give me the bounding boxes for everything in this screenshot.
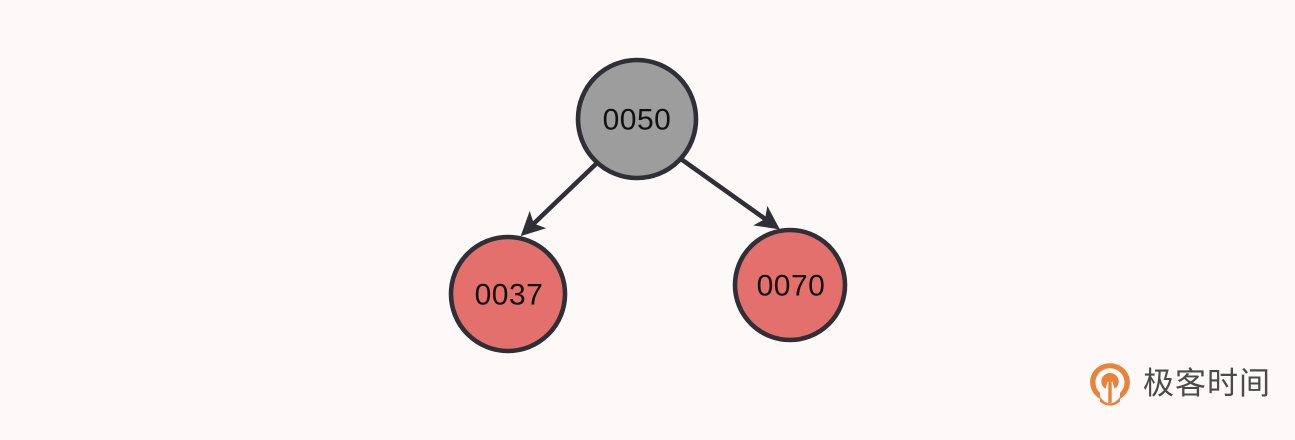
tree-node-left-child[interactable]: 0037	[448, 234, 568, 354]
edge-root-to-right-child	[679, 157, 780, 230]
tree-node-right-child[interactable]: 0070	[732, 227, 848, 343]
node-circle-root[interactable]	[575, 57, 699, 181]
tree-edges	[520, 157, 780, 237]
node-label-left-child: 0037	[475, 279, 544, 312]
brand-name-text: 极客时间	[1143, 365, 1271, 402]
geektime-logo-icon	[1090, 363, 1130, 406]
node-label-right-child: 0070	[757, 270, 826, 303]
node-circle-left-child[interactable]	[448, 234, 568, 354]
node-circle-right-child[interactable]	[732, 227, 848, 343]
tree-node-root[interactable]: 0050	[575, 57, 699, 181]
brand-watermark: 极客时间	[1086, 360, 1271, 408]
edge-root-to-left-child	[520, 161, 599, 237]
node-label-root: 0050	[603, 104, 672, 137]
